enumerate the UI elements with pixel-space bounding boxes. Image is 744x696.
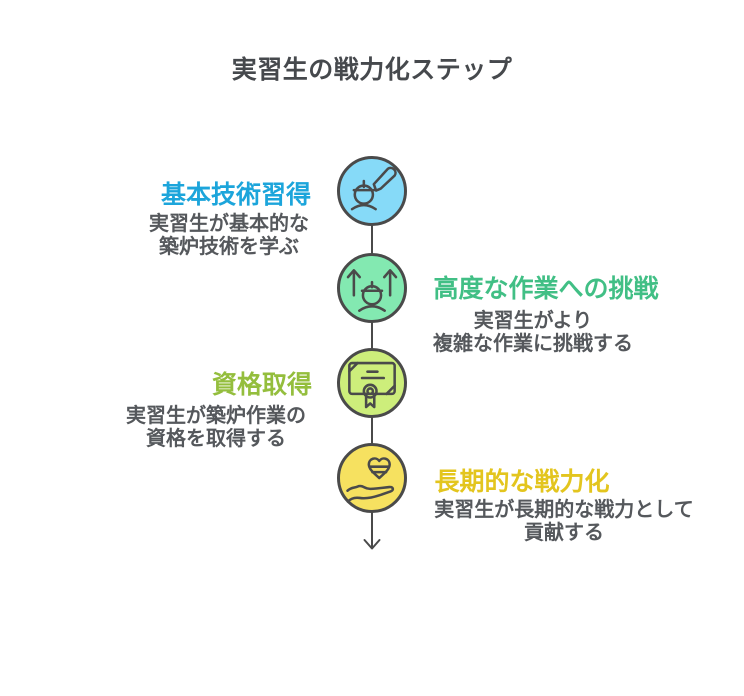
step-description-long-term: 実習生が長期的な戦力として 貢献する [424, 499, 704, 545]
step-description-line: 実習生が基本的な [149, 213, 309, 235]
step-description-basic-skills: 実習生が基本的な 築炉技術を学ぶ [109, 213, 349, 259]
step-description-line: 複雑な作業に挑戦する [433, 333, 633, 355]
step-description-advanced-work: 実習生がより 複雑な作業に挑戦する [398, 310, 668, 356]
step-circle-basic-skills [337, 156, 407, 226]
step-heading-basic-skills: 基本技術習得 [160, 181, 311, 209]
step-heading-certification: 資格取得 [211, 371, 312, 399]
step-description-line: 実習生が長期的な戦力として [434, 499, 694, 521]
step-description-line: 資格を取得する [146, 428, 286, 450]
step-description-line: 築炉技術を学ぶ [159, 236, 299, 258]
step-heading-advanced-work: 高度な作業への挑戦 [433, 275, 659, 303]
step-description-certification: 実習生が築炉作業の 資格を取得する [96, 405, 336, 451]
step-circle-long-term [337, 443, 407, 513]
step-heading-long-term: 長期的な戦力化 [434, 468, 610, 496]
step-description-line: 実習生が築炉作業の [126, 405, 306, 427]
page-title: 実習生の戦力化ステップ [231, 56, 513, 84]
hand-heart-icon [346, 457, 395, 503]
step-circle-advanced-work [337, 253, 407, 323]
growth-arrows-icon [346, 269, 398, 312]
worker-pencil-icon [350, 166, 397, 211]
step-circle-certification [337, 348, 407, 418]
certificate-icon [348, 361, 396, 409]
step-description-line: 実習生がより [473, 310, 593, 332]
step-description-line: 貢献する [524, 522, 604, 544]
